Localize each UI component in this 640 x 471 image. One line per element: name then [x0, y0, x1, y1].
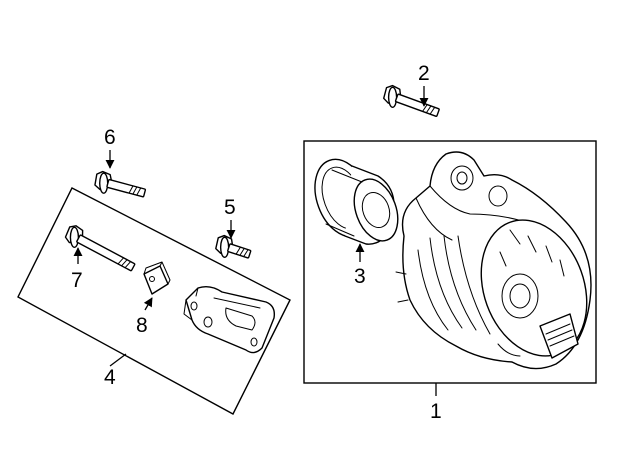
pulley-icon[interactable]	[305, 152, 406, 247]
callout-8-arrow	[143, 297, 153, 311]
bracket-kit-box	[17, 187, 291, 415]
nut-icon[interactable]	[143, 261, 171, 295]
alternator-box	[303, 140, 597, 384]
flange-bolt-icon[interactable]	[380, 84, 441, 124]
callout-1[interactable]: 1	[430, 400, 442, 423]
callout-6[interactable]: 6	[104, 126, 116, 149]
alternator-icon[interactable]	[395, 151, 605, 371]
callout-4[interactable]: 4	[104, 366, 116, 389]
callout-3[interactable]: 3	[354, 265, 366, 288]
callout-7[interactable]: 7	[71, 269, 83, 292]
callout-4-leader	[109, 353, 127, 367]
mounting-bracket-icon[interactable]	[183, 285, 276, 354]
callout-8[interactable]: 8	[136, 314, 148, 337]
flange-bolt-icon[interactable]	[92, 170, 147, 204]
flange-bolt-icon[interactable]	[61, 223, 137, 277]
flange-bolt-icon[interactable]	[213, 234, 253, 265]
callout-2[interactable]: 2	[418, 62, 430, 85]
callout-5[interactable]: 5	[224, 196, 236, 219]
